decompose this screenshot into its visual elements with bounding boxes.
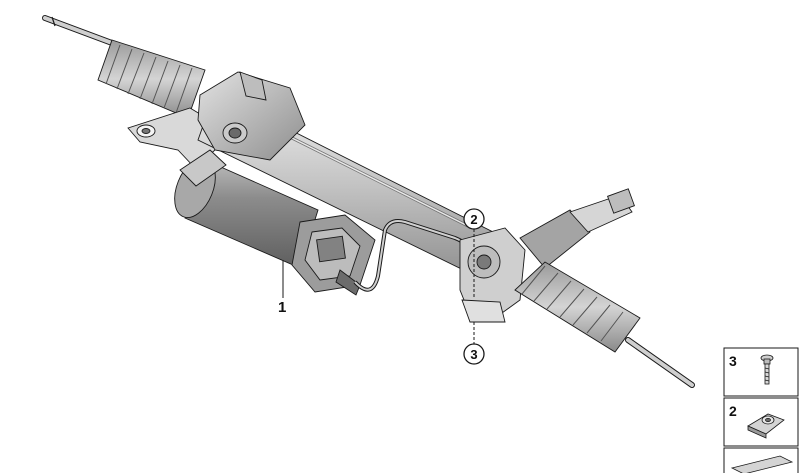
callout-number-3: 3 xyxy=(470,347,477,362)
right-tie-rod xyxy=(625,337,695,388)
steering-rack-assembly xyxy=(42,15,695,388)
callout-number-1: 1 xyxy=(278,299,286,316)
legend-number-3: 3 xyxy=(729,353,737,369)
pinion-housing xyxy=(459,227,526,323)
callout-part-3: 3 xyxy=(463,322,485,365)
legend-item-clip-nut: 2 xyxy=(723,397,799,447)
input-shaft xyxy=(519,188,635,269)
bolt-icon xyxy=(760,354,774,385)
legend-item-bolt: 3 xyxy=(723,347,799,397)
right-bellows-boot xyxy=(514,261,641,353)
callout-number-2: 2 xyxy=(470,212,477,227)
bracket-icon xyxy=(730,455,794,473)
clip-nut-icon xyxy=(747,413,785,439)
left-tie-rod xyxy=(42,15,123,49)
control-unit xyxy=(291,214,376,296)
parts-legend: 3 2 xyxy=(723,347,799,473)
left-bellows-boot xyxy=(97,39,206,119)
callout-part-1: 1 xyxy=(278,260,286,316)
callout-part-2: 2 xyxy=(463,208,485,298)
legend-number-2: 2 xyxy=(729,403,737,419)
electric-motor xyxy=(174,149,319,269)
gear-housing xyxy=(197,71,306,161)
legend-item-partial xyxy=(723,447,799,473)
